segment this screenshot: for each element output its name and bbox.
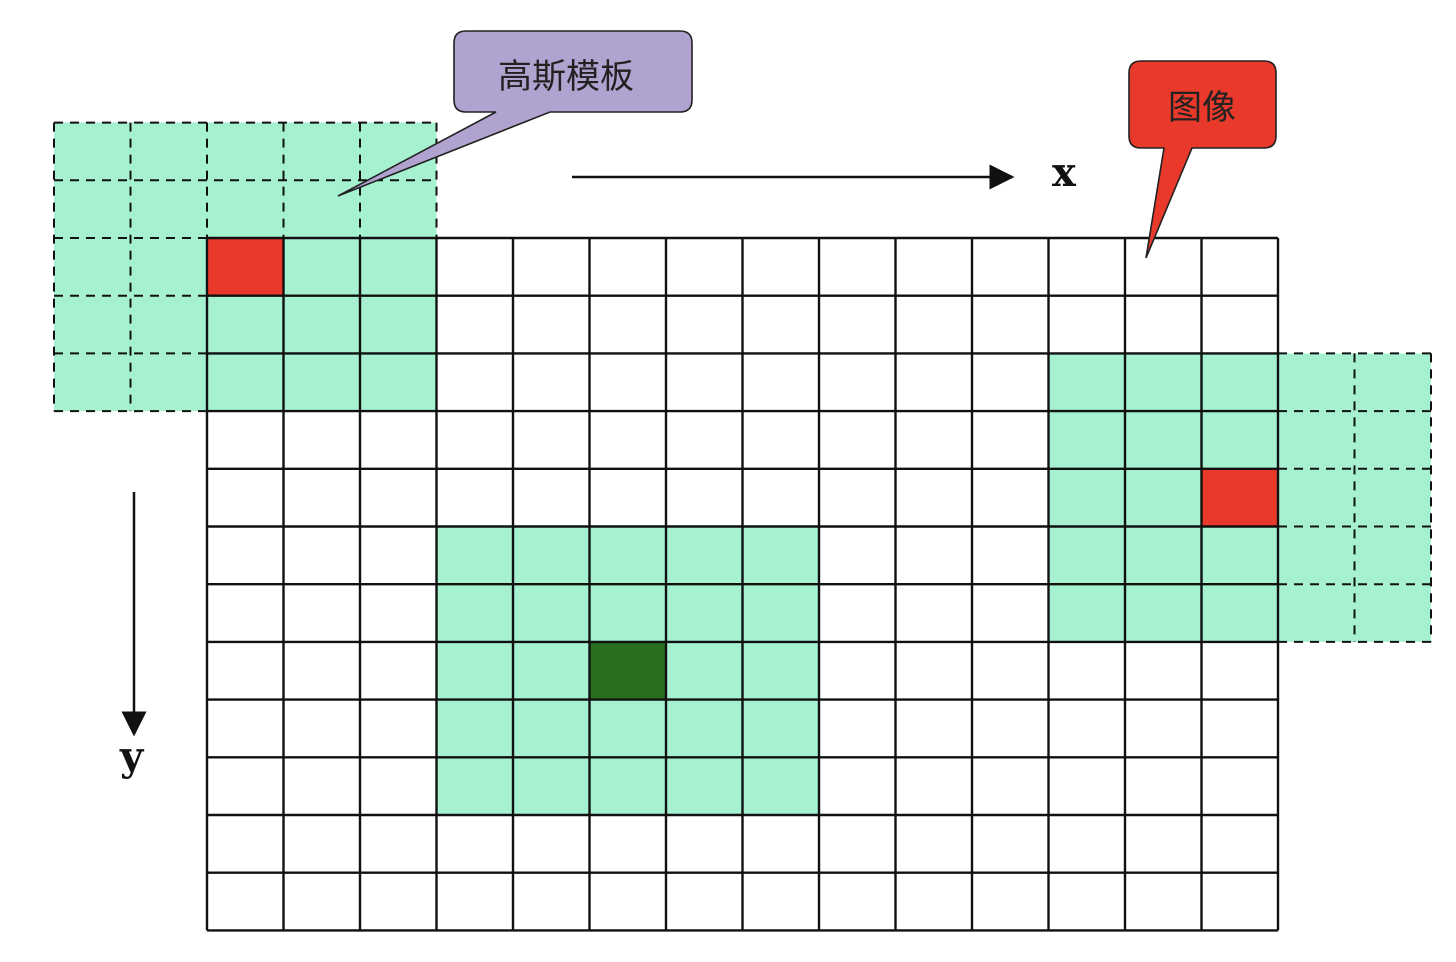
image-callout: 图像 — [1128, 60, 1277, 259]
image-callout-label: 图像 — [1168, 88, 1236, 128]
template-callout-label: 高斯模板 — [498, 57, 634, 97]
right-kernel — [1048, 352, 1432, 643]
image-grid — [205, 236, 1280, 932]
image-callout-bubble — [1128, 60, 1277, 259]
template-callout: 高斯模板 — [337, 30, 693, 197]
x-axis-label: x — [1052, 149, 1077, 196]
template-callout-bubble — [337, 30, 693, 197]
kernels-layer — [53, 121, 1432, 815]
top-left-kernel — [53, 121, 438, 413]
middle-kernel — [436, 526, 819, 815]
y-axis-label: y — [119, 733, 145, 780]
middle-kernel-center-cell — [589, 641, 666, 700]
top-left-kernel-center-cell — [207, 238, 284, 296]
right-kernel-center-cell — [1201, 468, 1278, 527]
